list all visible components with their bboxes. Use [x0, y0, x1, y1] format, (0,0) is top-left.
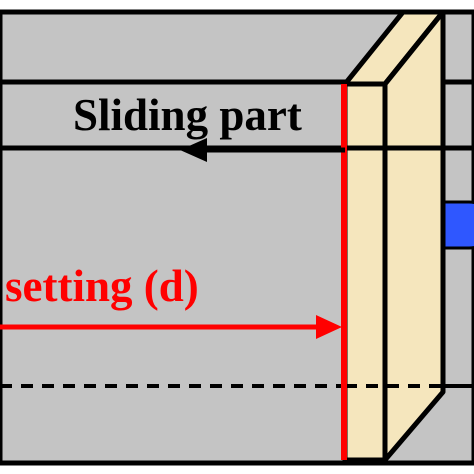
setting-label: setting (d) [5, 261, 199, 311]
setting-arrow-head [316, 315, 342, 339]
plate-side-face [382, 9, 446, 463]
plate-front-face [342, 81, 388, 463]
sliding-part-label: Sliding part [73, 90, 302, 140]
sliding-arrow-head [180, 138, 207, 162]
